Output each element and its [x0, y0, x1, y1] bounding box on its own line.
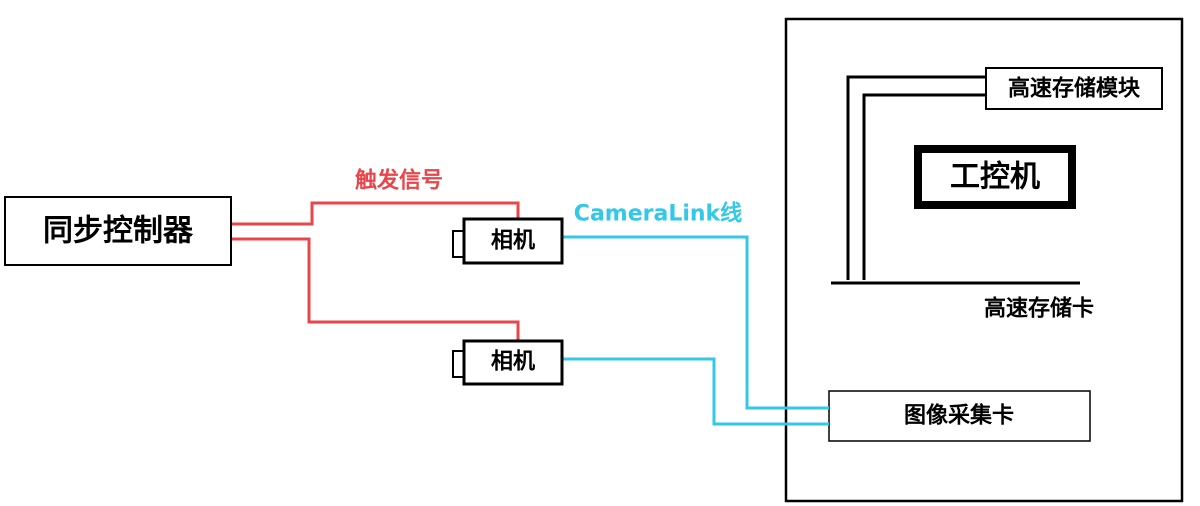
storage-bus-outer [846, 75, 988, 280]
storage-module-label: 高速存储模块 [1008, 76, 1141, 102]
storage-card-label: 高速存储卡 [984, 296, 1094, 322]
sync-controller-label: 同步控制器 [43, 214, 194, 249]
trigger-lines [231, 201, 520, 341]
cameralink-line-top [562, 235, 829, 410]
ipc-label-box [914, 145, 1076, 209]
camera-bottom-label: 相机 [491, 350, 535, 375]
trigger-line-top [231, 201, 520, 226]
frame-grabber-box [828, 390, 1091, 442]
trigger-signal-label: 触发信号 [355, 168, 443, 194]
storage-bus [831, 75, 1080, 285]
cameralink-label: CameraLink线 [574, 201, 742, 227]
trigger-line-bottom [231, 237, 520, 341]
camera-top: 相机 [452, 217, 564, 265]
frame-grabber-label: 图像采集卡 [904, 403, 1014, 429]
camera-bottom: 相机 [452, 339, 564, 386]
cameralink-lines [562, 235, 829, 426]
camera-bottom-body [462, 339, 564, 386]
cameralink-line-bottom [562, 357, 829, 426]
storage-bus-inner [862, 93, 988, 280]
camera-top-body [462, 217, 564, 265]
camera-top-label: 相机 [491, 229, 535, 254]
ipc-label: 工控机 [950, 160, 1040, 195]
storage-module-box [985, 67, 1163, 110]
sync-controller-box [4, 196, 232, 266]
